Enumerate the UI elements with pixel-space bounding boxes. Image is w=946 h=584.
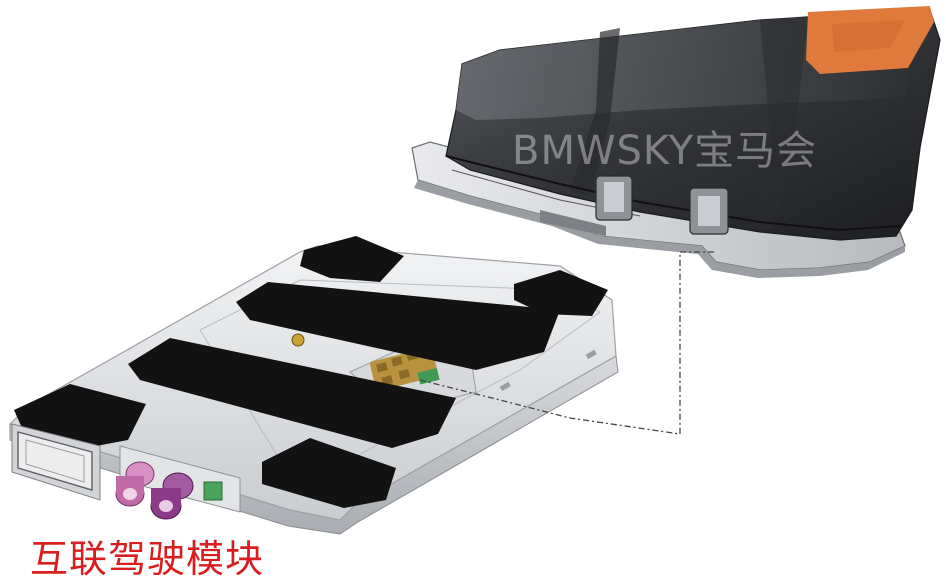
connector-purple <box>150 472 194 520</box>
connector-pink <box>115 461 155 507</box>
orange-label <box>806 6 934 74</box>
pad-bottom-right <box>262 438 396 508</box>
port-rectangular <box>17 431 93 491</box>
screw <box>291 333 305 347</box>
connector-green <box>203 481 223 501</box>
pad-bottom-left <box>14 384 146 446</box>
connected-drive-module <box>8 236 619 535</box>
module-housing-cover <box>411 6 941 278</box>
watermark: BMWSKY宝马会 <box>512 128 818 174</box>
pad-stripe-lower <box>128 338 456 448</box>
pad-top <box>300 236 404 282</box>
diagram-caption: 互联驾驶模块 <box>30 537 265 581</box>
leader-line <box>419 251 716 435</box>
pad-right <box>514 270 608 316</box>
pad-stripe-upper <box>236 282 560 370</box>
